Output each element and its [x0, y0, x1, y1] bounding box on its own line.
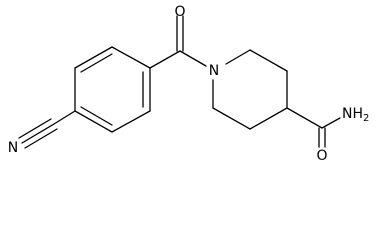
amide-nitrogen-text: NH: [342, 106, 363, 122]
bond-pip-4: [249, 107, 288, 130]
amide-nitrogen-label: NH2: [342, 106, 369, 124]
bond-ar-to-co: [149, 50, 181, 69]
bond-ar-2: [111, 46, 151, 69]
nitrile-nitrogen-label: N: [8, 140, 18, 156]
amide-oxygen-label: O: [316, 148, 327, 164]
bond-triple-3: [24, 128, 58, 149]
bond-ar-5: [74, 110, 113, 133]
bond-amide-to-n: [321, 117, 341, 129]
bond-pip-2: [249, 49, 288, 72]
ring-nitrogen-label: N: [209, 63, 219, 79]
amide-nitrogen-subscript: 2: [363, 113, 369, 124]
bond-pip-1: [225, 49, 251, 65]
bond-triple-1: [21, 123, 55, 144]
ketone-oxygen-label: O: [174, 4, 185, 20]
bond-triple-2: [18, 118, 52, 139]
bond-pip-to-amide: [286, 107, 323, 129]
bond-ar-4: [111, 110, 151, 133]
bond-ar-1: [74, 46, 113, 69]
bond-pip-5: [212, 107, 251, 130]
bond-ar-1-inner: [80, 53, 113, 73]
bond-ar-5-inner: [80, 106, 113, 126]
bond-co-to-n: [179, 50, 207, 67]
structure-diagram: O N N NH2 O: [8, 4, 370, 164]
bond-ar-to-cn: [53, 110, 76, 125]
